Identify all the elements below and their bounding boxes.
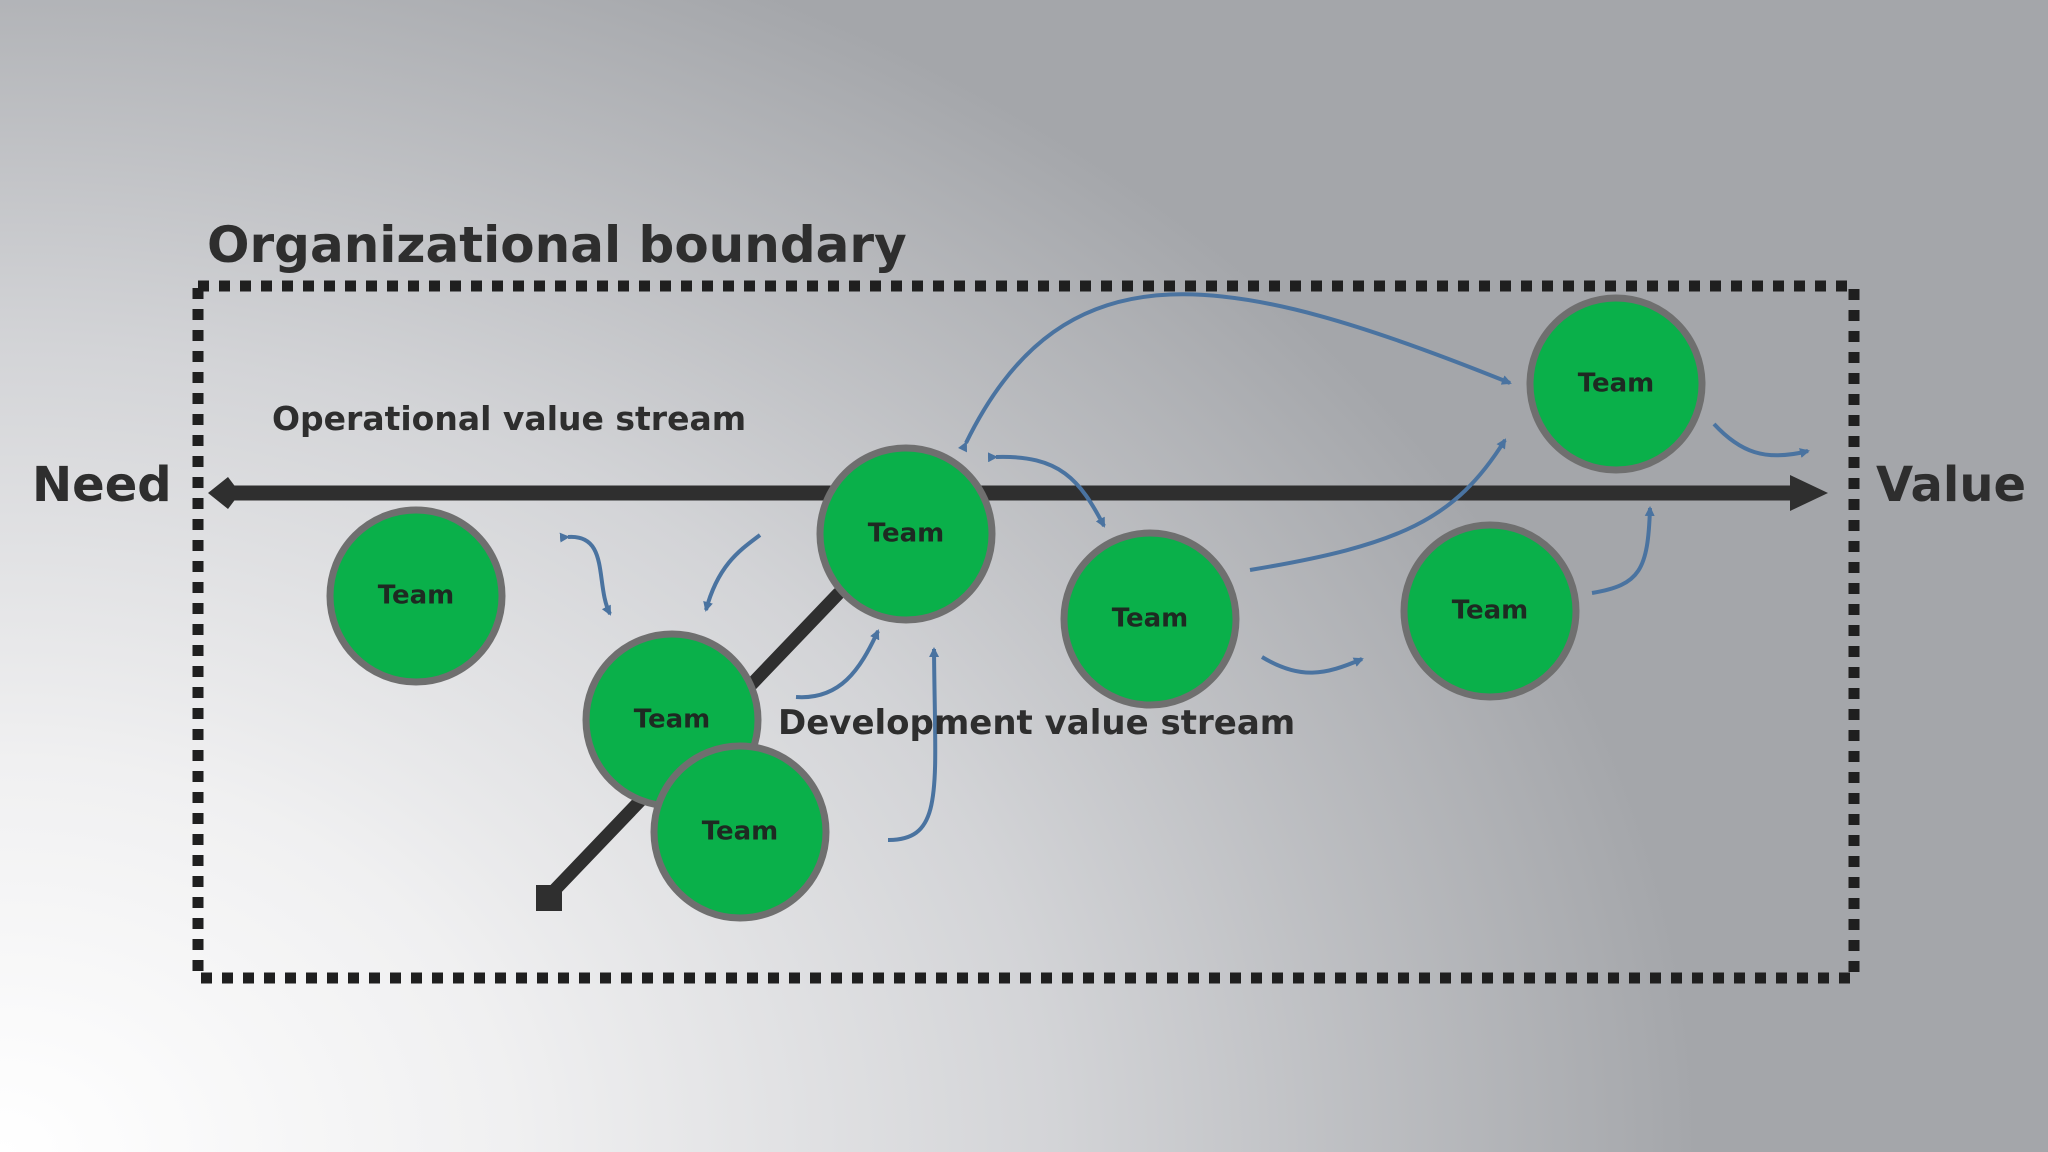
- team-label: Team: [868, 519, 945, 549]
- connector-arrow: [559, 532, 612, 616]
- organizational-boundary-label: Organizational boundary: [207, 216, 907, 274]
- team-node: Team: [1400, 521, 1580, 701]
- team-label: Team: [1112, 604, 1189, 634]
- connector-arrow: [1260, 655, 1364, 675]
- team-node: Team: [650, 742, 830, 922]
- need-label: Need: [32, 457, 172, 513]
- team-node: Team: [1526, 294, 1706, 474]
- operational-value-stream-label: Operational value stream: [272, 399, 747, 438]
- team-node: Team: [326, 506, 506, 686]
- team-label: Team: [378, 581, 455, 611]
- connector-arrow: [987, 452, 1106, 528]
- connector-arrow: [1591, 506, 1655, 595]
- connector-arrow: [703, 533, 762, 612]
- operational-stream-arrow: [208, 475, 1828, 511]
- connector-arrow: [1712, 422, 1810, 458]
- connector-arrow: [957, 292, 1512, 453]
- team-label: Team: [702, 817, 779, 847]
- team-label: Team: [634, 705, 711, 735]
- team-label: Team: [1578, 369, 1655, 399]
- team-node: Team: [816, 444, 996, 624]
- team-label: Team: [1452, 596, 1529, 626]
- organizational-boundary: [192, 280, 1860, 984]
- connector-arrow: [887, 647, 940, 842]
- value-label: Value: [1876, 457, 2027, 513]
- connector-arrow: [795, 629, 880, 700]
- connector-arrow: [1249, 438, 1507, 572]
- team-node: Team: [1060, 529, 1240, 709]
- development-value-stream-label: Development value stream: [778, 703, 1296, 743]
